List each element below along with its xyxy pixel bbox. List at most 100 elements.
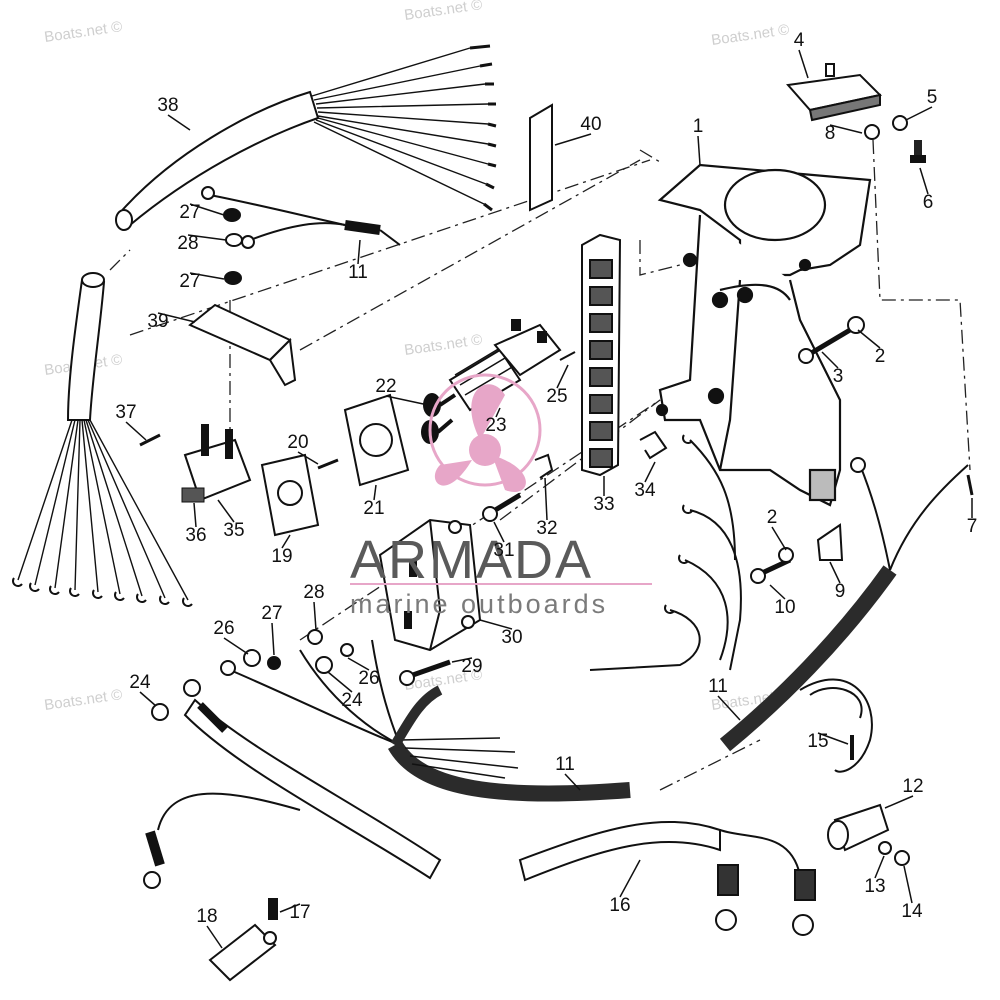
part-number-26[interactable]: 26	[213, 618, 234, 639]
leader-line-p36	[193, 502, 197, 528]
leader-line-p21	[373, 484, 377, 501]
gasket-19	[260, 453, 320, 537]
part-number-23[interactable]: 23	[485, 415, 506, 436]
part-number-15[interactable]: 15	[807, 731, 828, 752]
washer-2-upper	[847, 316, 865, 334]
part-number-24[interactable]: 24	[341, 690, 363, 711]
part-number-5[interactable]: 5	[927, 87, 938, 108]
leader-line-p10	[769, 584, 786, 600]
bolt-3	[798, 327, 852, 364]
part-number-3[interactable]: 3	[833, 366, 844, 387]
part-number-36[interactable]: 36	[185, 525, 206, 546]
part-number-10[interactable]: 10	[774, 597, 795, 618]
part-number-38[interactable]: 38	[157, 95, 178, 116]
leader-line-p26b	[347, 657, 370, 671]
part-number-21[interactable]: 21	[363, 498, 384, 519]
leader-line-p9	[829, 561, 841, 584]
leader-line-p35	[217, 499, 235, 523]
lead-11-upper	[201, 186, 401, 249]
watermark: Boats.net ©	[403, 331, 483, 359]
part-number-18[interactable]: 18	[196, 906, 217, 927]
dash-line	[299, 159, 641, 351]
terminal-block-33	[581, 233, 622, 477]
leader-line-p28a	[187, 234, 227, 241]
brand-tagline: marine outboards	[350, 589, 608, 619]
clip-9	[816, 523, 844, 561]
part-number-11[interactable]: 11	[348, 262, 368, 283]
part-number-16[interactable]: 16	[609, 895, 630, 916]
part-number-6[interactable]: 6	[923, 192, 934, 213]
part-number-12[interactable]: 12	[902, 776, 923, 797]
cable-red	[143, 792, 301, 889]
part-number-22[interactable]: 22	[375, 376, 396, 397]
part-number-4[interactable]: 4	[794, 30, 805, 51]
screw-7	[966, 474, 974, 496]
watermark: Boats.net ©	[710, 21, 790, 49]
plate-21	[343, 393, 410, 487]
part-number-20[interactable]: 20	[287, 432, 308, 453]
part-number-25[interactable]: 25	[546, 386, 567, 407]
washer-stack	[223, 208, 243, 285]
part-number-28[interactable]: 28	[177, 233, 198, 254]
leader-line-p1	[697, 135, 701, 166]
part-number-24[interactable]: 24	[129, 672, 151, 693]
leader-line-p34	[644, 461, 656, 483]
part-number-34[interactable]: 34	[634, 480, 656, 501]
part-number-27[interactable]: 27	[179, 271, 200, 292]
leader-line-p2b	[771, 526, 787, 551]
part-number-2[interactable]: 2	[767, 507, 778, 528]
part-number-1[interactable]: 1	[693, 116, 704, 137]
part-number-13[interactable]: 13	[864, 876, 885, 897]
cable-38	[115, 44, 497, 231]
part-number-31[interactable]: 31	[493, 540, 514, 561]
nut-14	[894, 850, 910, 866]
jumper-34	[639, 430, 668, 460]
part-number-39[interactable]: 39	[147, 311, 168, 332]
part-number-7[interactable]: 7	[967, 516, 978, 537]
leader-line-p14	[903, 865, 913, 904]
part-number-29[interactable]: 29	[461, 656, 482, 677]
leader-line-p23	[495, 407, 501, 418]
leader-lines	[125, 49, 973, 949]
part-number-14[interactable]: 14	[901, 901, 923, 922]
decal-40	[529, 103, 553, 212]
leader-line-p20	[297, 451, 319, 465]
leader-line-p13	[874, 855, 885, 879]
part-number-40[interactable]: 40	[580, 114, 601, 135]
leader-line-p31	[493, 521, 505, 543]
bracket-39	[188, 303, 297, 387]
part-number-28[interactable]: 28	[303, 582, 324, 603]
part-number-26[interactable]: 26	[358, 668, 379, 689]
leader-line-p25	[556, 364, 569, 389]
part-labels: 1223456789101111111213141516171819202122…	[115, 30, 977, 927]
part-number-27[interactable]: 27	[179, 202, 200, 223]
lead-11-right	[719, 457, 969, 773]
part-number-19[interactable]: 19	[271, 546, 292, 567]
leader-line-p32	[544, 477, 548, 521]
part-number-11[interactable]: 11	[708, 676, 728, 697]
part-number-2[interactable]: 2	[875, 346, 886, 367]
watermark: Boats.net ©	[43, 686, 123, 714]
part-number-33[interactable]: 33	[593, 494, 614, 515]
leader-line-p12	[884, 795, 914, 809]
part-number-9[interactable]: 9	[835, 581, 846, 602]
leader-line-p22	[385, 395, 429, 406]
label-36	[181, 487, 205, 503]
leader-line-p28b	[313, 601, 317, 631]
leader-line-p30	[479, 619, 513, 630]
part-number-30[interactable]: 30	[501, 627, 522, 648]
screw-25	[559, 351, 576, 361]
switch-4	[786, 63, 883, 122]
part-number-27[interactable]: 27	[261, 603, 282, 624]
part-number-11[interactable]: 11	[555, 754, 575, 775]
part-number-8[interactable]: 8	[825, 123, 836, 144]
dash-line	[499, 399, 661, 521]
propeller-icon	[428, 373, 542, 487]
part-number-32[interactable]: 32	[536, 518, 557, 539]
leader-line-p16	[619, 859, 641, 898]
part-number-35[interactable]: 35	[223, 520, 244, 541]
leader-line-p24a	[139, 691, 157, 707]
part-number-37[interactable]: 37	[115, 402, 136, 423]
part-number-17[interactable]: 17	[289, 902, 310, 923]
